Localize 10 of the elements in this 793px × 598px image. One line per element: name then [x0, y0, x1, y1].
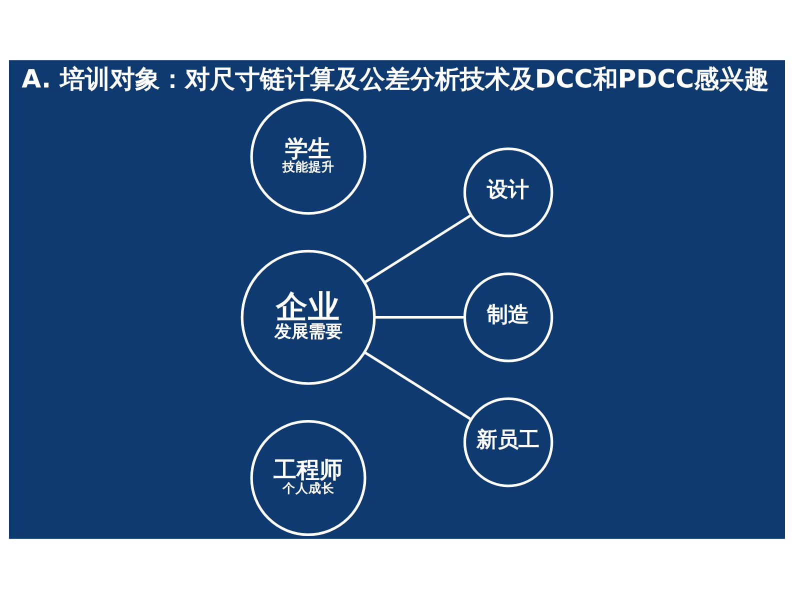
node-circle: 设计 — [462, 147, 553, 237]
node-circle: 企业 发展需要 — [240, 249, 376, 384]
connector — [364, 214, 472, 283]
node-circle: 工程师 个人成长 — [250, 420, 366, 536]
diagram-title: A. 培训对象：对尺寸链计算及公差分析技术及DCC和PDCC感兴趣 — [21, 64, 769, 94]
node-circle: 学生 技能提升 — [250, 98, 366, 214]
connector — [374, 316, 464, 318]
connector — [364, 350, 472, 420]
node-circle: 新员工 — [462, 396, 553, 487]
node-circle: 制造 — [462, 272, 553, 362]
